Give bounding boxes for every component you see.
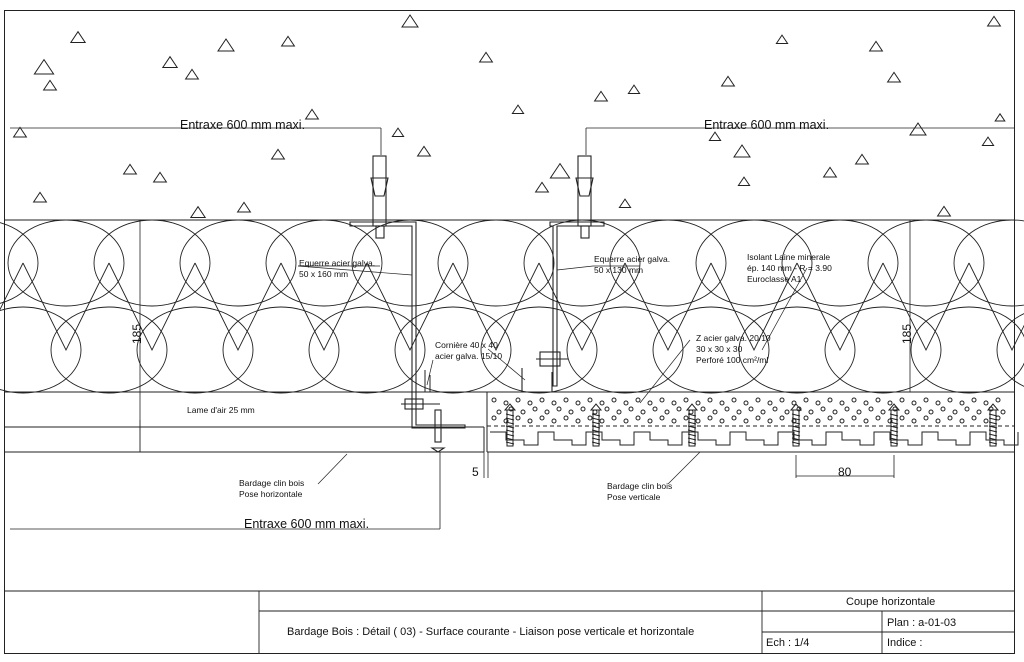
label-bardage-horizontal: Bardage clin bois Pose horizontale [239, 478, 307, 499]
dim-entraxe-bottom: Entraxe 600 mm maxi. [244, 517, 369, 531]
leader-lines [297, 265, 808, 485]
dim-entraxe-top-right: Entraxe 600 mm maxi. [704, 118, 829, 132]
label-lame-air: Lame d'air 25 mm [187, 405, 255, 415]
label-equerre-130: Equerre acier galva. 50 x 130 mm [594, 254, 672, 275]
label-isolant: Isolant Laine minerale ép. 140 mm - R = … [747, 252, 834, 284]
vertical-cladding [486, 391, 1019, 453]
drawing-title: Bardage Bois : Détail ( 03) - Surface co… [287, 626, 694, 638]
indice-label: Indice : [887, 637, 922, 649]
label-z-profile: Z acier galva. 20/10 30 x 30 x 30 Perfor… [696, 333, 773, 365]
scale-label: Ech : 1/4 [766, 637, 809, 649]
dim-spacing: 80 [838, 465, 852, 479]
dim-height-right: 185 [900, 324, 914, 344]
bracket-left [349, 155, 466, 453]
label-corniere: Cornière 40 x 40 acier galva. 15/10 [435, 340, 502, 361]
corner-angle [424, 370, 431, 393]
dim-entraxe-top-left: Entraxe 600 mm maxi. [180, 118, 305, 132]
section-label: Coupe horizontale [846, 596, 935, 608]
bracket-right [521, 155, 605, 393]
dimension-lines [10, 127, 1014, 530]
sheet-frame [4, 10, 1015, 654]
label-bardage-vertical: Bardage clin bois Pose verticale [607, 481, 675, 502]
dim-height-left: 185 [130, 324, 144, 344]
label-equerre-160: Equerre acier galva. 50 x 160 mm [299, 258, 377, 279]
title-block [4, 590, 1014, 653]
insulation-layer [0, 219, 1024, 394]
concrete-wall [12, 14, 1006, 218]
dim-gap: 5 [472, 465, 479, 479]
plan-reference: Plan : a-01-03 [887, 617, 956, 629]
